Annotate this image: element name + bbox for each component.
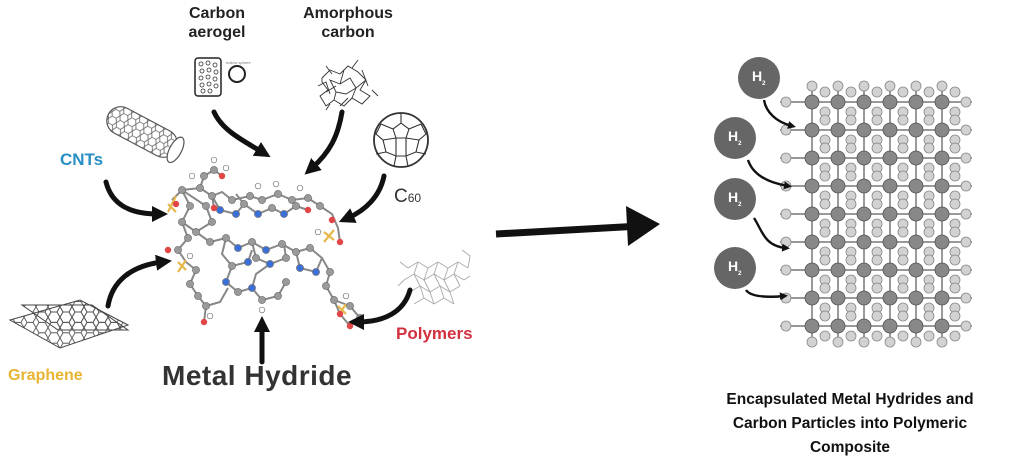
- h2-label-main: H: [728, 128, 739, 144]
- aerogel-block-icon: [194, 57, 222, 97]
- lattice-icon: [780, 80, 972, 348]
- label-metal-hydride: Metal Hydride: [162, 360, 353, 391]
- metal-hydride-molecule-icon: [164, 156, 364, 330]
- cnt-tube-icon: [106, 106, 185, 164]
- h2-sphere-icon: [714, 117, 756, 159]
- h2-sphere-icon: [714, 247, 756, 289]
- h2-label: H2: [728, 128, 741, 147]
- c60-fullerene-icon: [373, 112, 429, 168]
- label-c60-sub: 60: [407, 191, 422, 205]
- label-polymers: Polymers: [396, 324, 473, 343]
- h2-label-sub: 2: [738, 201, 742, 208]
- h2-sphere-icon: [714, 178, 756, 220]
- h2-spheres: [714, 57, 780, 289]
- h2-label-sub: 2: [738, 270, 742, 277]
- caption: Encapsulated Metal Hydrides and Carbon P…: [726, 391, 974, 456]
- h2-label: H2: [728, 189, 741, 208]
- label-amorphous-carbon: Amorphous carbon: [303, 5, 393, 41]
- arrow-aerogel: [211, 109, 271, 158]
- h2-sphere-icon: [738, 57, 780, 99]
- arrow-polymers: [348, 287, 413, 330]
- label-cnts: CNTs: [60, 150, 104, 169]
- h2-label-sub: 2: [738, 140, 742, 147]
- label-hollow-sphere: hollow sphere: [226, 60, 251, 65]
- label-carbon-aerogel: Carbon aerogel: [188, 5, 246, 41]
- process-arrow: [495, 206, 660, 246]
- label-c60: C60: [394, 186, 421, 208]
- graphene-sheet-icon: [8, 299, 130, 349]
- amorphous-carbon-icon: [317, 59, 379, 111]
- arrow-graphene: [105, 254, 172, 309]
- arrow-cnts: [103, 179, 168, 222]
- label-graphene: Graphene: [8, 367, 83, 384]
- h2-label: H2: [728, 258, 741, 277]
- h2-arrows: [745, 99, 796, 301]
- feed-arrows: [103, 109, 413, 365]
- h2-label-main: H: [728, 258, 739, 274]
- h2-label-main: H: [752, 68, 763, 84]
- polymer-network-icon: [397, 249, 471, 305]
- label-c60-main: C: [394, 186, 408, 207]
- arrow-amorphous: [304, 109, 345, 175]
- hollow-sphere-icon: [228, 65, 246, 83]
- h2-label-main: H: [728, 189, 739, 205]
- arrow-c60: [338, 173, 387, 223]
- h2-label: H2: [752, 68, 765, 87]
- h2-label-sub: 2: [762, 80, 766, 87]
